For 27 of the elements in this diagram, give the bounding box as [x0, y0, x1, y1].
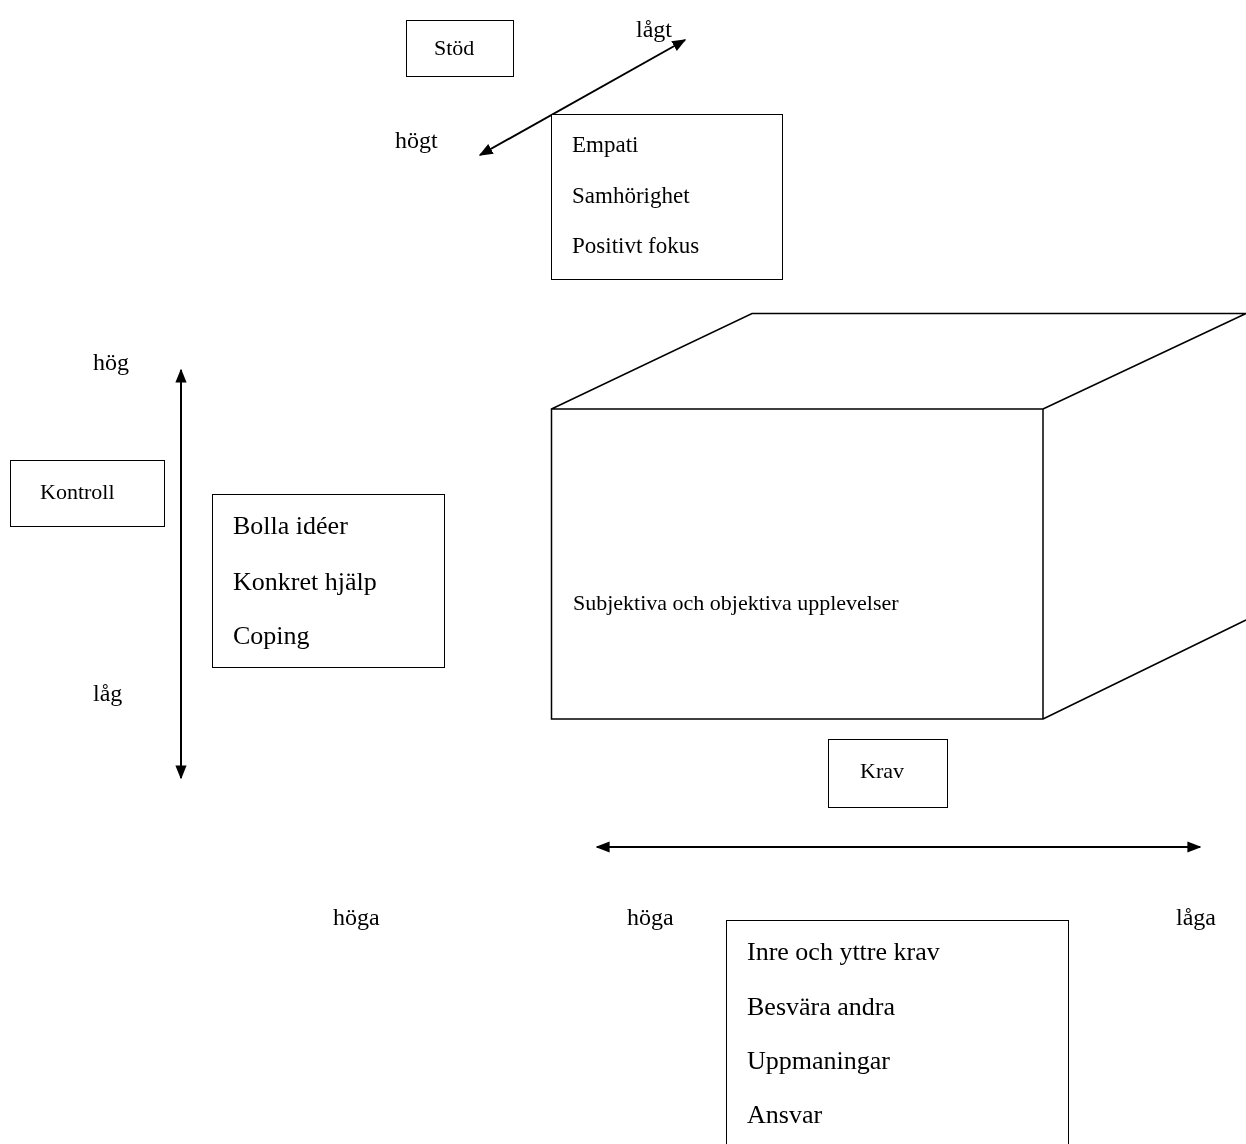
list-item: Konkret hjälp	[233, 569, 377, 595]
axis-label: hög	[93, 350, 129, 374]
list-item: Besvära andra	[747, 994, 895, 1020]
list-item: Samhörighet	[572, 184, 690, 207]
cube-label: Subjektiva och objektiva upplevelser	[573, 592, 899, 614]
list-item: Empati	[572, 133, 639, 156]
text-box	[406, 20, 514, 77]
axis-label: höga	[627, 905, 674, 929]
list-item: Positivt fokus	[572, 234, 700, 257]
axis-label: höga	[333, 905, 380, 929]
axis-label: låga	[1176, 905, 1216, 929]
box-label: Krav	[860, 760, 904, 782]
text-box	[212, 494, 445, 668]
list-item: Ansvar	[747, 1102, 823, 1128]
list-item: Coping	[233, 623, 310, 649]
text-box	[726, 920, 1069, 1144]
axis-label: lågt	[636, 17, 672, 41]
text-box	[10, 460, 165, 527]
list-item: Inre och yttre krav	[747, 939, 940, 965]
text-box	[828, 739, 948, 808]
box-label: Stöd	[434, 37, 475, 59]
axis-label: högt	[395, 128, 438, 152]
list-item: Uppmaningar	[747, 1048, 890, 1074]
text-box	[551, 114, 783, 280]
box-label: Kontroll	[40, 481, 115, 503]
axis-label: låg	[93, 681, 123, 705]
list-item: Bolla idéer	[233, 513, 348, 539]
